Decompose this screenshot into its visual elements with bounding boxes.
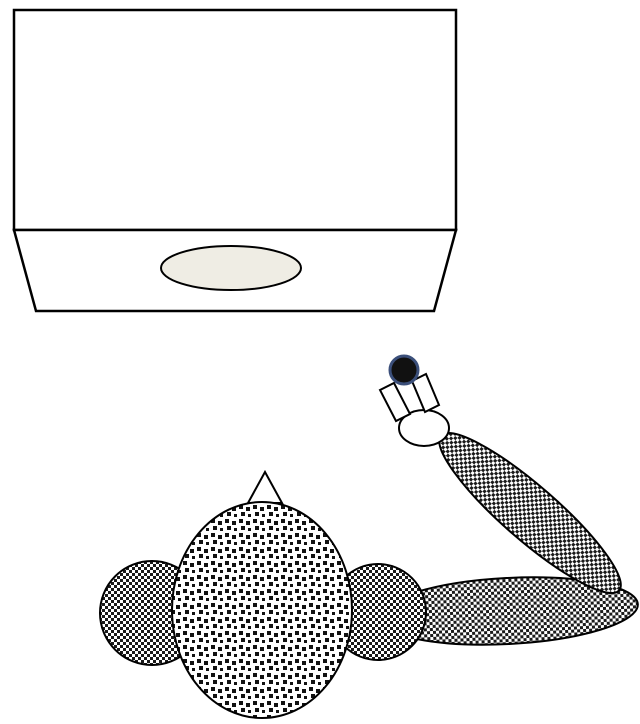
box-top-panel (14, 10, 456, 230)
nose-pointer (248, 472, 282, 503)
box-opening (161, 246, 301, 290)
head (172, 502, 352, 718)
box (14, 10, 456, 311)
handheld-marker (390, 356, 418, 384)
person (100, 356, 640, 718)
